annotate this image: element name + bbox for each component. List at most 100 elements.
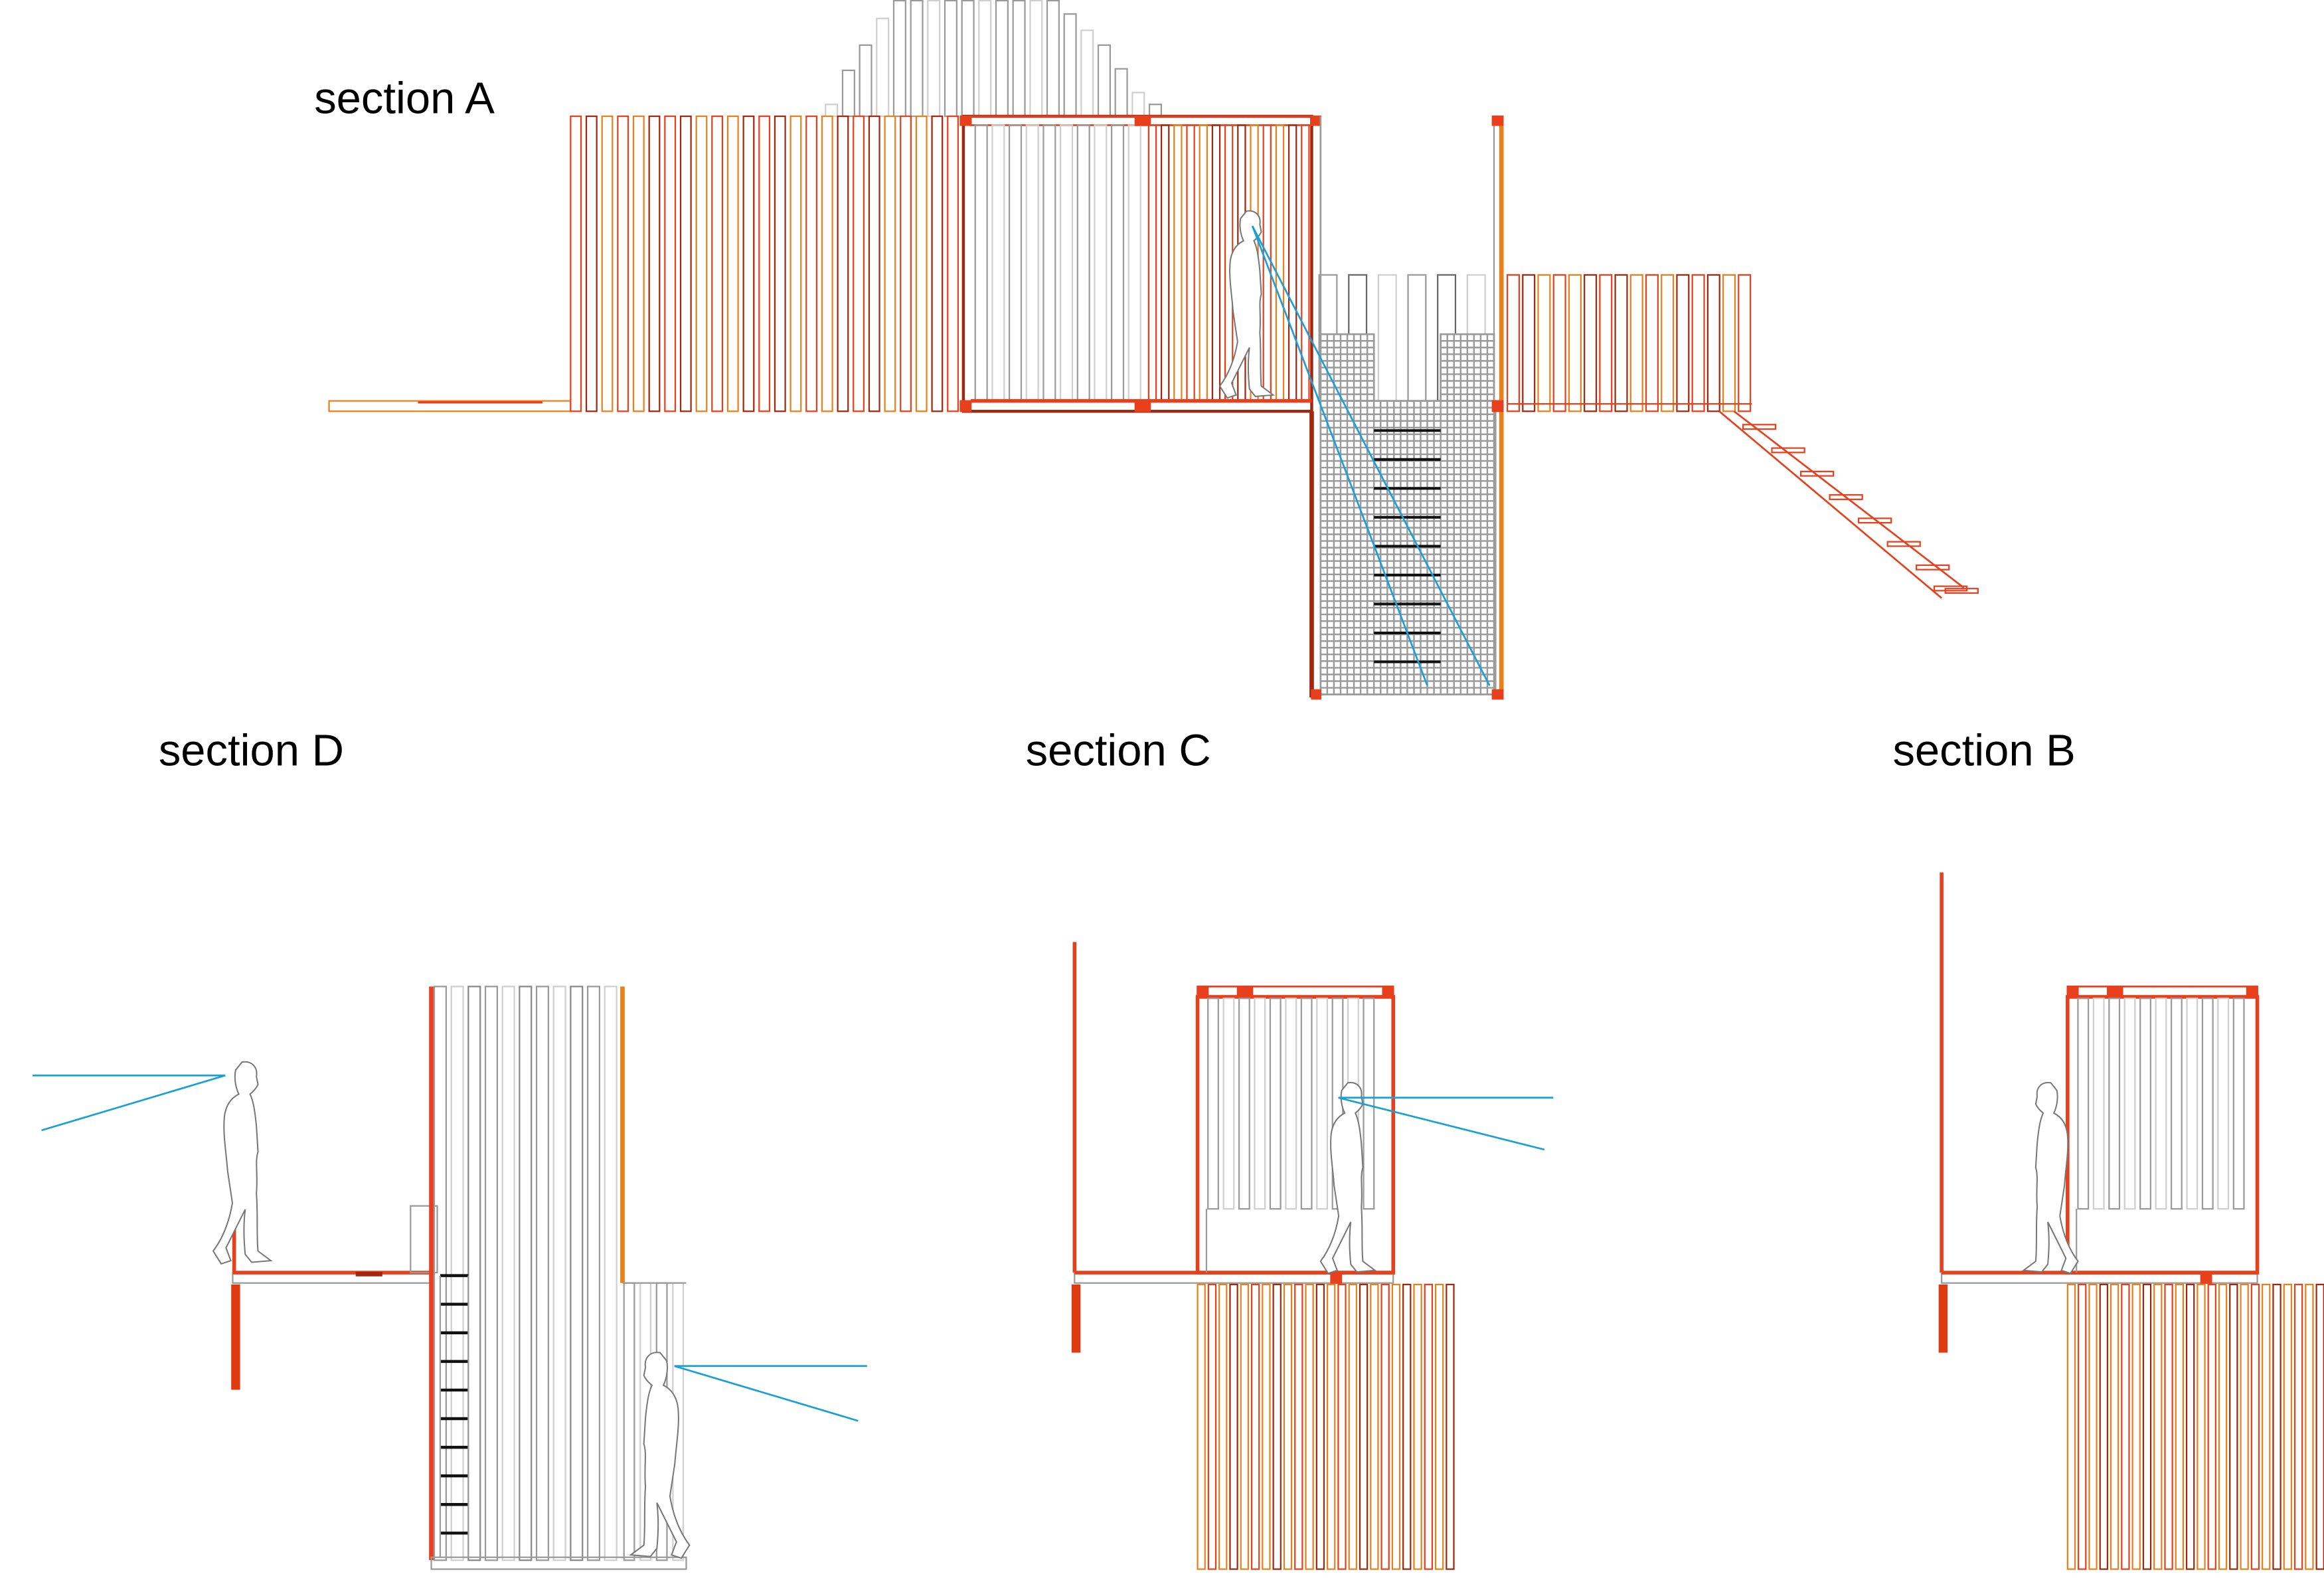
right-wing-slat <box>1691 274 1705 412</box>
interior-slat <box>2155 998 2167 1210</box>
stair-step <box>1742 424 1777 430</box>
section-d-drawing <box>33 986 867 1570</box>
lower-slat <box>1250 1283 1260 1570</box>
background-slat <box>876 17 890 118</box>
lower-slat <box>1315 1283 1325 1570</box>
background-slat <box>1080 29 1094 118</box>
facade-slat <box>648 115 661 412</box>
frame <box>1195 995 1396 1275</box>
hatched-joint <box>959 400 972 412</box>
background-slat <box>825 104 839 118</box>
right-wing-slat <box>1584 274 1598 412</box>
lower-slat <box>2110 1283 2119 1570</box>
person-silhouette <box>629 1352 691 1559</box>
tower-slat <box>535 986 550 1561</box>
lower-slat <box>2099 1283 2109 1570</box>
background-slat <box>1012 0 1026 118</box>
background-slat <box>910 0 924 118</box>
stair-step <box>1886 541 1921 547</box>
lower-slat <box>2121 1283 2130 1570</box>
lower-slat <box>1262 1283 1271 1570</box>
section-a-label: section A <box>314 74 495 124</box>
facade-slat <box>947 115 959 412</box>
interior-slat <box>1173 124 1183 402</box>
stair-step <box>1771 447 1805 454</box>
lower-slat <box>1348 1283 1357 1570</box>
tower-slat <box>604 986 618 1561</box>
hatched-joint <box>2200 1272 2212 1284</box>
tower-slat <box>450 986 464 1561</box>
background-slat <box>1148 104 1162 118</box>
section-c-drawing <box>1071 942 1554 1570</box>
interior-slat <box>1186 124 1195 402</box>
lower-slat <box>2207 1283 2216 1570</box>
lower-slat <box>1272 1283 1282 1570</box>
background-slat <box>944 0 957 118</box>
facade-slat <box>931 115 944 412</box>
lower-slat <box>2229 1283 2238 1570</box>
stair-step <box>1799 470 1835 477</box>
lower-slat <box>1326 1283 1336 1570</box>
interior-slat <box>1160 124 1170 402</box>
lower-slat <box>623 1282 635 1561</box>
right-wing-slat <box>1552 274 1566 412</box>
right-wing-slat <box>1568 274 1582 412</box>
tower-slat <box>467 986 481 1561</box>
interior-slat <box>2123 998 2136 1210</box>
interior-slat <box>1199 124 1208 402</box>
interior-slat <box>1254 998 1266 1210</box>
hatched-joint <box>1311 689 1321 700</box>
facade-slat <box>585 115 598 412</box>
grating-pattern <box>1319 400 1496 695</box>
tower-slat <box>570 986 584 1561</box>
background-slat <box>892 0 906 118</box>
background-slat <box>995 0 1009 118</box>
lower-slat <box>1337 1283 1347 1570</box>
right-wing-slat <box>1614 274 1628 412</box>
interior-slat <box>1110 124 1125 402</box>
lower-slat <box>1391 1283 1401 1570</box>
right-wing-slat <box>1599 274 1613 412</box>
facade-slat <box>711 115 724 412</box>
interior-slat <box>1316 998 1328 1210</box>
lower-slat <box>2153 1283 2163 1570</box>
background-slat <box>1063 13 1077 118</box>
interior-slat <box>1076 124 1090 402</box>
interior-slat <box>1127 124 1141 402</box>
well-slat <box>1377 274 1397 402</box>
right-wing-slat <box>1645 274 1659 412</box>
lower-slat <box>2283 1283 2293 1570</box>
interior-slat <box>2139 998 2151 1210</box>
hatched-joint <box>1134 115 1151 126</box>
background-slat <box>927 0 941 118</box>
hatched-joint <box>1382 986 1394 998</box>
lower-slat <box>1424 1283 1434 1570</box>
tower-slat <box>433 986 447 1561</box>
lower-slat <box>2175 1283 2185 1570</box>
facade-slat <box>742 115 755 412</box>
interior-slat <box>2170 998 2183 1210</box>
interior-slat <box>1300 998 1313 1210</box>
facade-slat <box>617 115 629 412</box>
lower-slat <box>2305 1283 2314 1570</box>
interior-slat <box>1025 124 1039 402</box>
tower-slat <box>484 986 498 1561</box>
facade-slat <box>805 115 818 412</box>
lower-slat <box>1305 1283 1314 1570</box>
interior-slat <box>2217 998 2230 1210</box>
interior-slat <box>1285 998 1297 1210</box>
interior-slat <box>2077 998 2090 1210</box>
right-wing-slat <box>1676 274 1690 412</box>
lower-slat <box>2250 1283 2260 1570</box>
grating-pattern <box>1440 333 1495 402</box>
lower-slat <box>1294 1283 1303 1570</box>
person-silhouette <box>1319 1082 1377 1275</box>
background-slat <box>1114 68 1128 118</box>
lower-slat <box>2262 1283 2271 1570</box>
interior-slat <box>1211 124 1221 402</box>
tower-slat <box>519 986 533 1561</box>
lower-slat <box>1434 1283 1444 1570</box>
background-slat <box>961 0 975 118</box>
